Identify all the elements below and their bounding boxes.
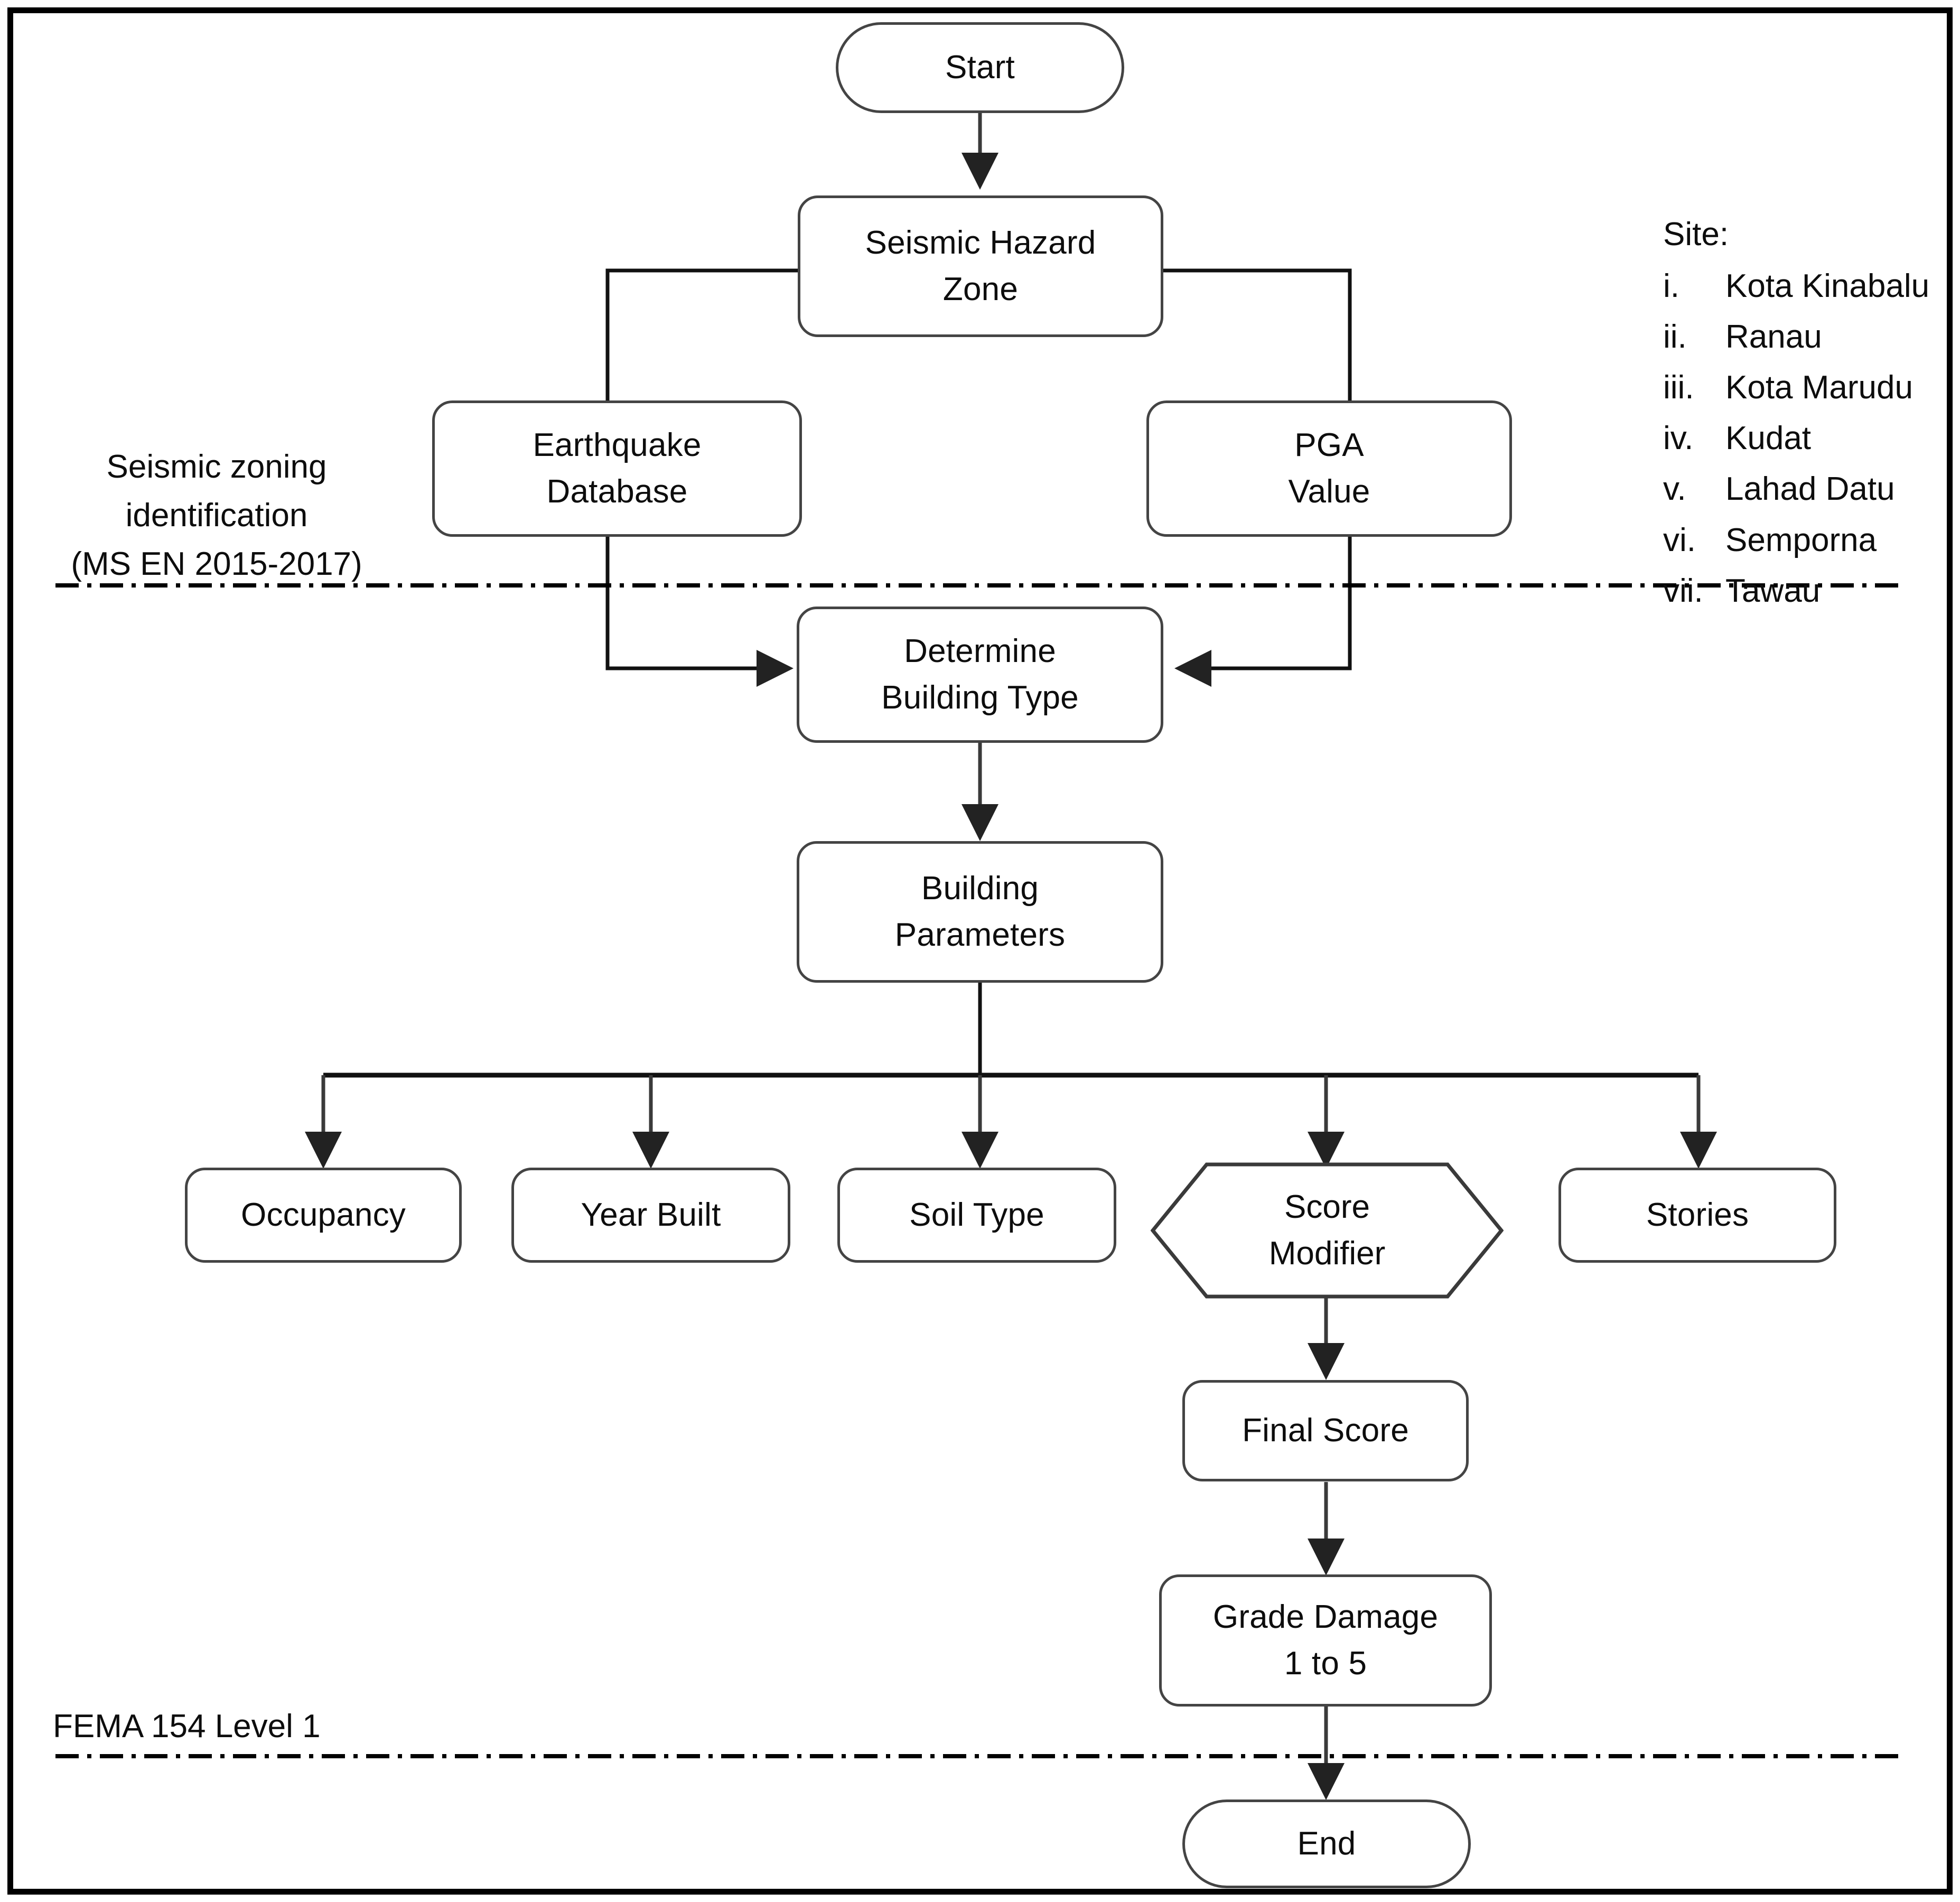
site-item-name: Lahad Datu (1725, 471, 1895, 508)
annotation-fema: FEMA 154 Level 1 (53, 1708, 321, 1745)
node-score-modifier[interactable]: Score Modifier (1151, 1162, 1504, 1299)
site-list-item: iv. Kudat (1663, 413, 1959, 464)
site-list-item: v. Lahad Datu (1663, 464, 1959, 515)
site-item-numeral: vi. (1663, 521, 1696, 558)
node-grade-damage[interactable]: Grade Damage 1 to 5 (1159, 1574, 1492, 1707)
site-item-name: Kota Kinabalu (1725, 268, 1930, 305)
node-determine-building-type[interactable]: Determine Building Type (797, 607, 1163, 743)
site-list-item: vi. Semporna (1663, 515, 1959, 566)
site-item-name: Ranau (1725, 319, 1822, 356)
site-list-title: Site: (1663, 216, 1729, 253)
site-list-item: i. Kota Kinabalu (1663, 261, 1959, 312)
edge-hazard-to-pga-right (1162, 268, 1352, 402)
node-soil-type[interactable]: Soil Type (837, 1168, 1116, 1263)
node-final-score[interactable]: Final Score (1182, 1380, 1469, 1481)
node-pga-value[interactable]: PGA Value (1146, 400, 1512, 537)
edge-hazard-to-eqdb-left (605, 268, 799, 402)
site-item-numeral: i. (1663, 268, 1679, 305)
node-start[interactable]: Start (836, 22, 1124, 113)
node-occupancy[interactable]: Occupancy (185, 1168, 462, 1263)
site-item-name: Kudat (1725, 420, 1812, 457)
site-item-numeral: vii. (1663, 572, 1703, 609)
site-list: Site: i. Kota Kinabalu ii. Ranau iii. Ko… (1663, 209, 1959, 617)
site-item-numeral: ii. (1663, 319, 1687, 356)
hexagon-shape (1151, 1162, 1504, 1299)
site-item-numeral: iii. (1663, 369, 1694, 406)
node-building-parameters[interactable]: Building Parameters (797, 841, 1163, 983)
site-list-item: vii. Tawau (1663, 566, 1959, 617)
site-item-name: Kota Marudu (1725, 369, 1913, 406)
site-item-numeral: v. (1663, 471, 1686, 508)
node-year-built[interactable]: Year Built (511, 1168, 790, 1263)
annotation-seismic-zoning: Seismic zoning identification (MS EN 201… (71, 449, 362, 582)
figure-frame (7, 7, 1953, 1895)
node-stories[interactable]: Stories (1558, 1168, 1836, 1263)
site-item-name: Semporna (1725, 521, 1877, 558)
site-item-numeral: iv. (1663, 420, 1694, 457)
node-end[interactable]: End (1182, 1800, 1471, 1888)
node-seismic-hazard-zone[interactable]: Seismic Hazard Zone (798, 195, 1163, 337)
node-earthquake-database[interactable]: Earthquake Database (432, 400, 802, 537)
site-list-item: iii. Kota Marudu (1663, 362, 1959, 413)
site-list-item: ii. Ranau (1663, 312, 1959, 362)
site-item-name: Tawau (1725, 572, 1821, 609)
